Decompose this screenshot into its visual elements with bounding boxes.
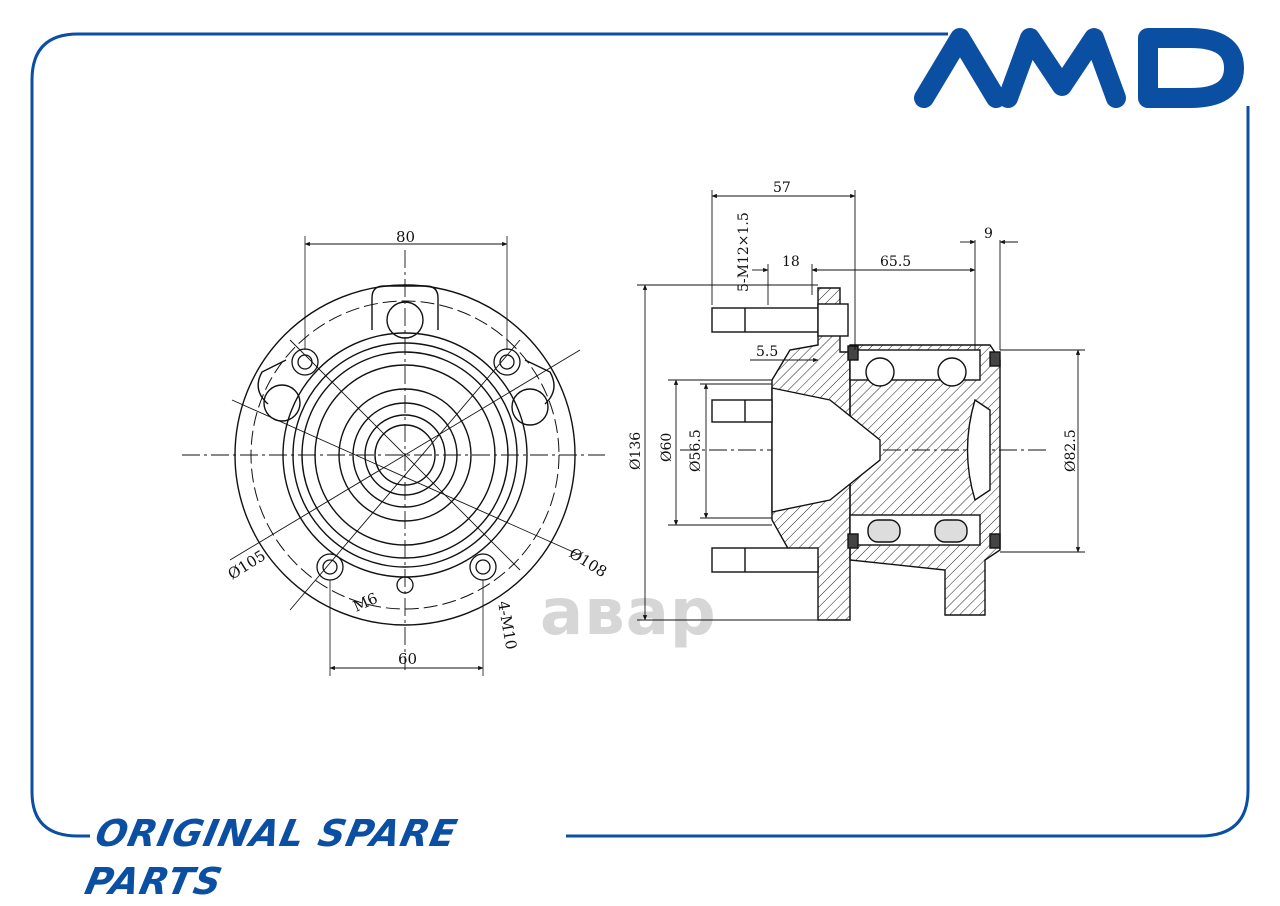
dim-d82-5-label: Ø82.5 [1063,429,1079,472]
side-view-labels: 57 5-M12×1.5 18 65.5 9 5.5 Ø136 Ø60 Ø56.… [628,180,1079,472]
technical-drawing: 80 60 Ø105 Ø108 M6 4-M10 [182,180,1085,676]
dim-65-5-label: 65.5 [880,254,911,270]
dim-d105-label: Ø105 [225,546,269,583]
dim-5-5-label: 5.5 [756,344,778,360]
amd-logo [914,28,1244,108]
dim-m6-label: M6 [350,589,380,616]
dim-57-label: 57 [773,180,791,196]
front-view [182,236,605,676]
side-view [637,190,1085,621]
border-frame [30,32,1250,838]
dim-80-label: 80 [396,228,415,246]
dim-stud-label: 5-M12×1.5 [736,212,752,292]
dim-18-label: 18 [782,254,800,270]
dim-9-label: 9 [984,226,993,242]
dim-d136-label: Ø136 [628,432,644,470]
dim-60-label: 60 [398,650,417,668]
dim-4m10-label: 4-M10 [494,600,520,651]
dim-d60-label: Ø60 [659,433,675,462]
watermark: авар [540,576,717,650]
dim-d108-label: Ø108 [566,544,610,581]
dim-d56-5-label: Ø56.5 [688,429,704,472]
